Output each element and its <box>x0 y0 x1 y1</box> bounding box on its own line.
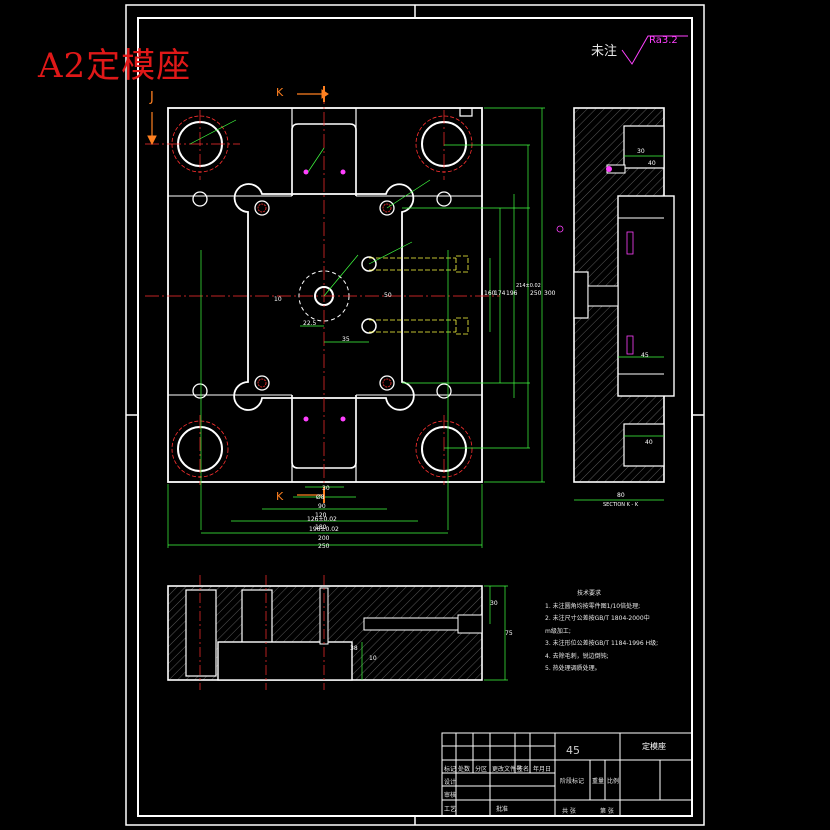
section-markers <box>147 86 329 503</box>
dim-v-250: 250 <box>530 290 542 297</box>
section-caption: SECTION K - K <box>603 502 639 508</box>
dim-90: 90 <box>318 503 326 510</box>
title-block-part-name: 定模座 <box>642 742 666 751</box>
surface-finish-value: Ra3.2 <box>649 35 678 46</box>
section-marker-k-bottom: K <box>276 490 284 503</box>
note-item: 2. 未注尺寸公差按GB/T 1804-2000中 <box>545 615 650 622</box>
sheet-border <box>125 4 705 826</box>
dim-v-300: 300 <box>544 290 556 297</box>
tb-cell: 签名 <box>517 766 530 773</box>
dim-30: 30 <box>322 485 330 492</box>
note-item: 1. 未注圆角均按零件图1/10倍处理; <box>545 602 641 610</box>
notes-title: 技术要求 <box>577 590 602 597</box>
tb-cell: 第 张 <box>600 808 614 815</box>
dim-v-160: 160 <box>484 290 496 297</box>
dim-bs-75: 75 <box>505 630 513 637</box>
section-view-right <box>556 107 675 501</box>
dim-35: 35 <box>342 336 350 343</box>
note-item: m级加工; <box>545 627 571 635</box>
tb-cell: 批准 <box>496 806 509 813</box>
title-block <box>441 732 693 817</box>
section-marker-k-top: K <box>276 86 284 99</box>
dim-bs-30: 30 <box>490 600 498 607</box>
dim-120: 120 <box>315 512 327 519</box>
dim-126: 126±0.02 <box>307 516 337 523</box>
dim-22-5: 22.5 <box>303 320 317 327</box>
surface-finish-label: 未注 <box>591 44 618 59</box>
dim-bs-10: 10 <box>369 655 377 662</box>
dim-196: 196±0.02 <box>309 526 339 533</box>
tb-cell: 分区 <box>475 766 488 773</box>
dim-rs-40b: 40 <box>645 439 653 446</box>
dim-rs-80: 80 <box>617 492 625 499</box>
tb-cell: 阶段标记 <box>560 778 585 785</box>
technical-notes: 技术要求 1. 未注圆角均按零件图1/10倍处理; 2. 未注尺寸公差按GB/T… <box>545 588 658 676</box>
dim-v-214: 214±0.02 <box>516 283 541 289</box>
dim-200: 200 <box>318 535 330 542</box>
dim-v-196: 196 <box>506 290 518 297</box>
note-item: 5. 热处理调质处理。 <box>545 665 601 672</box>
tb-cell: 共 张 <box>562 808 576 815</box>
tb-cell: 比例 <box>607 778 620 785</box>
section-view-bottom <box>167 575 508 690</box>
dim-v-174: 174 <box>494 290 506 297</box>
tb-cell: 重量 <box>592 778 605 785</box>
tb-cell: 设计 <box>444 779 457 786</box>
drawing-title: A2定模座 <box>38 46 192 86</box>
dim-rs-40a: 40 <box>648 160 656 167</box>
tb-cell: 更改文件号 <box>492 766 523 773</box>
section-marker-j: J <box>150 90 154 105</box>
dim-180: 180 <box>315 524 327 531</box>
tb-cell: 处数 <box>458 766 471 773</box>
dim-rs-30: 30 <box>637 148 645 155</box>
plan-view <box>145 90 545 548</box>
dim-bs-38: 38 <box>350 645 358 652</box>
dim-250: 250 <box>318 543 330 550</box>
tb-cell: 审核 <box>444 792 457 799</box>
note-item: 3. 未注形位公差按GB/T 1184-1996 H级; <box>545 640 659 647</box>
tb-cell: 工艺 <box>444 806 457 813</box>
tb-cell: 年月日 <box>533 766 552 773</box>
dim-50: 50 <box>384 292 392 299</box>
dim-10: 10 <box>274 296 282 303</box>
dim-ø8: Ø8 <box>316 494 325 501</box>
tb-cell: 标记 <box>444 766 457 773</box>
note-item: 4. 去除毛刺，锐边倒钝; <box>545 652 609 660</box>
roughness-symbol <box>621 35 688 65</box>
title-block-material: 45 <box>566 744 580 757</box>
dim-rs-45: 45 <box>641 352 649 359</box>
